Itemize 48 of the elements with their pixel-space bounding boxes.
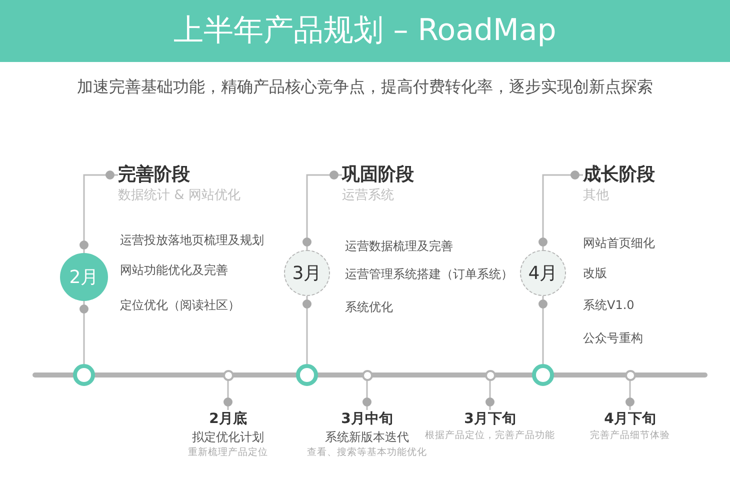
stage-title: 巩固阶段 — [342, 163, 414, 187]
connector-line — [626, 380, 634, 410]
connector-line — [302, 296, 312, 364]
month-circle: 2月 — [60, 253, 108, 301]
task-text: 系统优化 — [345, 299, 393, 316]
connector-line — [302, 170, 342, 250]
month-circle: 4月 — [520, 250, 566, 296]
connector-line — [538, 296, 548, 364]
connector-line — [224, 380, 232, 410]
milestone-note: 查看、搜索等基本功能优化 — [307, 446, 427, 460]
stage-subtitle: 数据统计 & 网站优化 — [118, 187, 240, 205]
milestone-date: 3月下旬 — [464, 410, 516, 429]
connector-line — [80, 301, 88, 364]
milestone-date: 4月下旬 — [604, 410, 656, 429]
milestone-note: 完善产品细节体验 — [590, 429, 670, 443]
stage-title: 完善阶段 — [118, 163, 190, 187]
task-text: 运营数据梳理及完善 — [345, 238, 453, 255]
stage-subtitle: 运营系统 — [342, 187, 394, 205]
stage-subtitle: 其他 — [583, 187, 609, 205]
connector-line — [486, 380, 494, 410]
milestone-task: 拟定优化计划 — [192, 429, 264, 446]
task-text: 系统V1.0 — [583, 297, 634, 314]
subtitle-text: 加速完善基础功能，精确产品核心竞争点，提高付费转化率，逐步实现创新点探索 — [77, 77, 653, 96]
task-text: 网站首页细化 — [583, 235, 655, 252]
task-text: 改版 — [583, 265, 607, 282]
milestone-note: 重新梳理产品定位 — [188, 446, 268, 460]
task-text: 运营投放落地页梳理及规划 — [120, 232, 264, 249]
stage-ring-icon — [73, 364, 95, 386]
stage-title: 成长阶段 — [583, 163, 655, 187]
stage-ring-icon — [296, 364, 318, 386]
stage-ring-icon — [532, 364, 554, 386]
connector-line — [362, 380, 372, 410]
milestone-date: 2月底 — [209, 410, 247, 429]
page-title: 上半年产品规划 – RoadMap — [174, 12, 556, 50]
milestone-date: 3月中旬 — [341, 410, 393, 429]
task-text: 公众号重构 — [583, 330, 643, 347]
connector-line — [538, 170, 583, 250]
milestone-ring-icon — [362, 370, 372, 380]
milestone-note: 根据产品定位，完善产品功能 — [425, 429, 555, 443]
month-circle: 3月 — [284, 250, 330, 296]
connector-line — [80, 170, 118, 253]
milestone-ring-icon — [484, 370, 496, 380]
milestone-ring-icon — [624, 370, 636, 380]
task-text: 运营管理系统搭建（订单系统） — [345, 266, 513, 283]
milestone-task: 系统新版本迭代 — [325, 429, 409, 446]
task-text: 网站功能优化及完善 — [120, 262, 228, 279]
milestone-ring-icon — [222, 370, 234, 380]
task-text: 定位优化（阅读社区） — [120, 297, 240, 314]
